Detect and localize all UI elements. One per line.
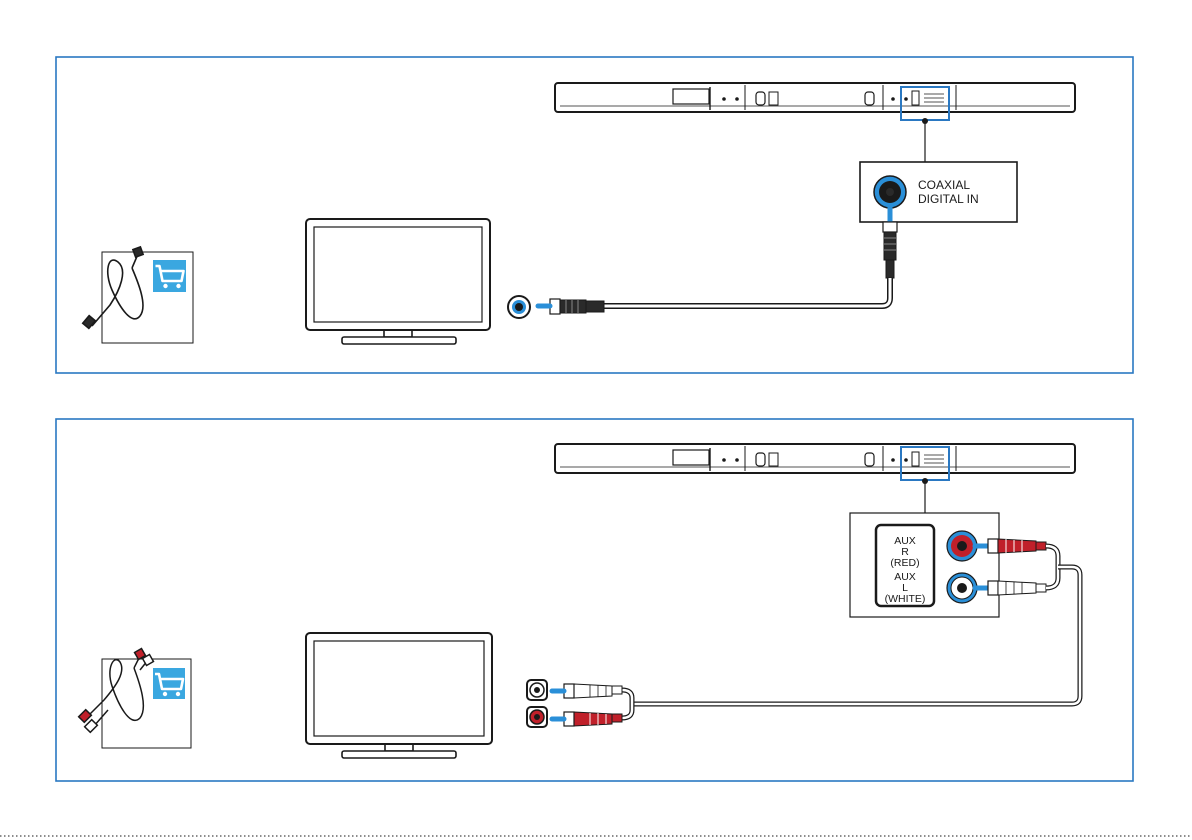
rca-cart-badge[interactable] bbox=[153, 668, 185, 699]
tv-coaxial-jack bbox=[508, 296, 530, 318]
tv-aux-l-jack bbox=[527, 680, 547, 700]
soundbar bbox=[555, 444, 1075, 473]
soundbar bbox=[555, 83, 1075, 112]
callout-dot bbox=[922, 478, 928, 484]
coaxial-label-line2: DIGITAL IN bbox=[918, 192, 979, 206]
tv-icon bbox=[306, 219, 490, 344]
coaxial-callout: COAXIAL DIGITAL IN bbox=[860, 162, 1017, 222]
aux-callout: AUX R (RED) AUX L (WHITE) bbox=[850, 513, 999, 617]
panel-aux: AUX R (RED) AUX L (WHITE) bbox=[56, 419, 1133, 781]
callout-dot bbox=[922, 118, 928, 124]
tv-icon bbox=[306, 633, 492, 758]
aux-r-label-3: (RED) bbox=[890, 557, 919, 569]
coaxial-label-line1: COAXIAL bbox=[918, 178, 970, 192]
panel-coaxial: COAXIAL DIGITAL IN bbox=[56, 57, 1133, 373]
aux-l-label-3: (WHITE) bbox=[885, 593, 926, 605]
tv-aux-r-jack bbox=[527, 707, 547, 727]
